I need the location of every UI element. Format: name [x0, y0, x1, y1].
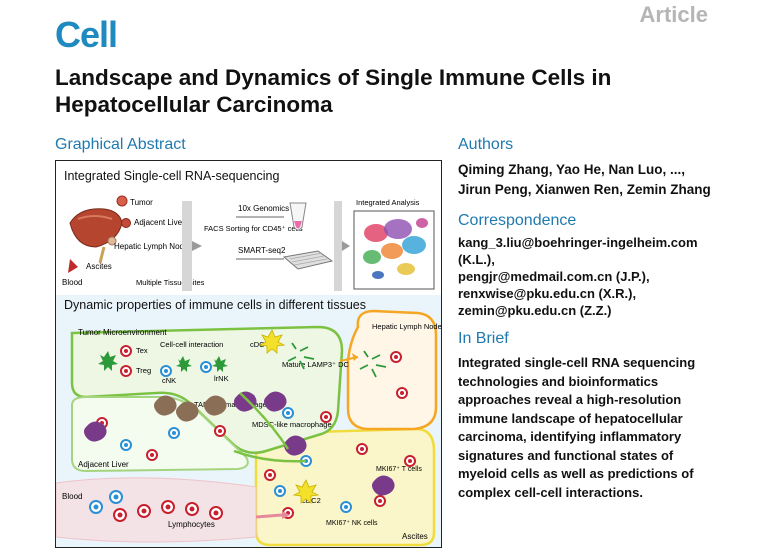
treg-label: Treg [136, 366, 151, 375]
in-brief-text: Integrated single-cell RNA sequencing te… [458, 354, 743, 502]
adjacent-liver-label: Adjacent Liver [134, 218, 185, 227]
lymphocytes-label: Lymphocytes [168, 520, 215, 529]
cdc-cell-icons [258, 329, 320, 504]
blood-tube-icon [68, 259, 78, 273]
correspondence-email[interactable]: renxwise@pku.edu.cn (X.R.), [458, 286, 637, 301]
lymph-node-icon [107, 236, 117, 246]
graphical-abstract-svg: Integrated Single-cell RNA-sequencing Tu… [56, 169, 442, 547]
tam-label: TAM-like macrophage [194, 400, 267, 409]
ascites-label: Ascites [86, 262, 112, 271]
mature-dc-icons [287, 342, 387, 378]
in-brief-line: signatures and functional states of [458, 447, 674, 463]
integrated-analysis-label: Integrated Analysis [356, 198, 420, 207]
ascites-tube-icon [98, 246, 106, 264]
well-plate-rows [289, 252, 328, 266]
authors-line: Qiming Zhang, Yao He, Nan Luo, ..., [458, 162, 686, 177]
tme-to-lymph-arrowhead [352, 353, 358, 361]
arrow-to-facs-icon [192, 241, 202, 251]
correspondence-email[interactable]: kang_3.liu@boehringer-ingelheim.com [458, 235, 698, 250]
mature-dc-label: Mature LAMP3⁺ DC [282, 360, 349, 369]
authors-list: Qiming Zhang, Yao He, Nan Luo, ..., Jiru… [458, 160, 748, 200]
blood-region [56, 477, 257, 543]
adjacent-liver-icon [121, 218, 131, 228]
multiple-tissue-sites-label: Multiple Tissue Sites [136, 278, 205, 287]
platform-bracket [334, 201, 342, 291]
blood-region-label: Blood [62, 492, 82, 501]
adjacent-liver-region-label: Adjacent Liver [78, 460, 129, 469]
authors-heading: Authors [458, 136, 514, 153]
paper-title: Landscape and Dynamics of Single Immune … [55, 65, 612, 117]
tumor-label: Tumor [130, 198, 153, 207]
lrnk-label: lrNK [214, 374, 229, 383]
in-brief-heading: In Brief [458, 330, 509, 347]
tme-label: Tumor Microenvironment [78, 328, 167, 337]
bottom-panel-title: Dynamic properties of immune cells in di… [64, 298, 366, 312]
tumor-icon [116, 195, 128, 207]
facs-label: FACS Sorting for CD45⁺ cells [204, 224, 303, 233]
graphical-abstract-figure: Integrated Single-cell RNA-sequencing Tu… [55, 160, 442, 548]
in-brief-line: Integrated single-cell RNA sequencing [458, 355, 696, 370]
in-brief-line: technologies and bioinformatics [458, 373, 659, 389]
mdsc-macrophage-icons [84, 391, 395, 496]
blood-to-ascites-arrow [255, 513, 283, 519]
nk-cell-icons [89, 361, 352, 514]
correspondence-list: kang_3.liu@boehringer-ingelheim.com (K.L… [458, 234, 758, 319]
blood-to-ascites-arrowhead [282, 511, 290, 519]
tube-liquid-icon [294, 221, 302, 229]
well-plate-icon [282, 250, 334, 270]
arrow-to-analysis-icon [342, 241, 350, 251]
tex-label: Tex [136, 346, 148, 355]
cnk-label: cNK [162, 376, 176, 385]
tissue-bracket [182, 201, 192, 291]
correspondence-heading: Correspondence [458, 212, 577, 229]
mki67-t-label: MKI67⁺ T cells [376, 466, 422, 473]
lymph-node-region [346, 309, 438, 431]
in-brief-line: myeloid cells as well as predictions of [458, 466, 694, 481]
in-brief-line: carcinoma, identifying inflammatory [458, 429, 682, 444]
tam-macrophage-icons [154, 395, 227, 422]
cell-interaction-label: Cell-cell interaction [160, 340, 223, 349]
in-brief-line: approaches reveal a high-resolution [458, 392, 682, 407]
mdsc-label: MDSC-like macrophage [252, 420, 332, 429]
genomics-label: 10x Genomics [238, 204, 289, 213]
t-cell-nuclei [100, 349, 412, 518]
hepatic-lymph-node-label: Hepatic Lymph Node [114, 242, 189, 251]
in-brief-line: complex cell-cell interactions. [458, 484, 643, 500]
sequencing-tube-icon [289, 202, 307, 231]
ascites-region-label: Ascites [402, 532, 428, 541]
article-type-label: Article [639, 2, 708, 27]
journal-logo: Cell [55, 14, 118, 55]
in-brief-line: immune landscape of hepatocellular [458, 410, 683, 426]
smartseq-label: SMART-seq2 [238, 246, 286, 255]
tsne-clusters [363, 218, 428, 279]
top-panel-title: Integrated Single-cell RNA-sequencing [64, 169, 279, 183]
graphical-abstract-heading: Graphical Abstract [55, 136, 186, 153]
correspondence-email[interactable]: pengjr@medmail.com.cn (J.P.), [458, 269, 650, 284]
authors-line: Jirun Peng, Xianwen Ren, Zemin Zhang [458, 182, 711, 197]
liver-highlight [77, 215, 113, 220]
hepatic-lymph-node-region-label: Hepatic Lymph Node [372, 322, 442, 331]
correspondence-email[interactable]: zemin@pku.edu.cn (Z.Z.) [458, 303, 612, 318]
dendritic-cell-icons [98, 351, 228, 372]
correspondence-line: (K.L.), [458, 252, 495, 267]
blood-label: Blood [62, 278, 82, 287]
cdc-label: cDC [250, 340, 265, 349]
flow-arrows [233, 392, 307, 463]
mki67-nk-label: MKI67⁺ NK cells [326, 520, 378, 527]
adjacent-liver-region [71, 396, 249, 473]
